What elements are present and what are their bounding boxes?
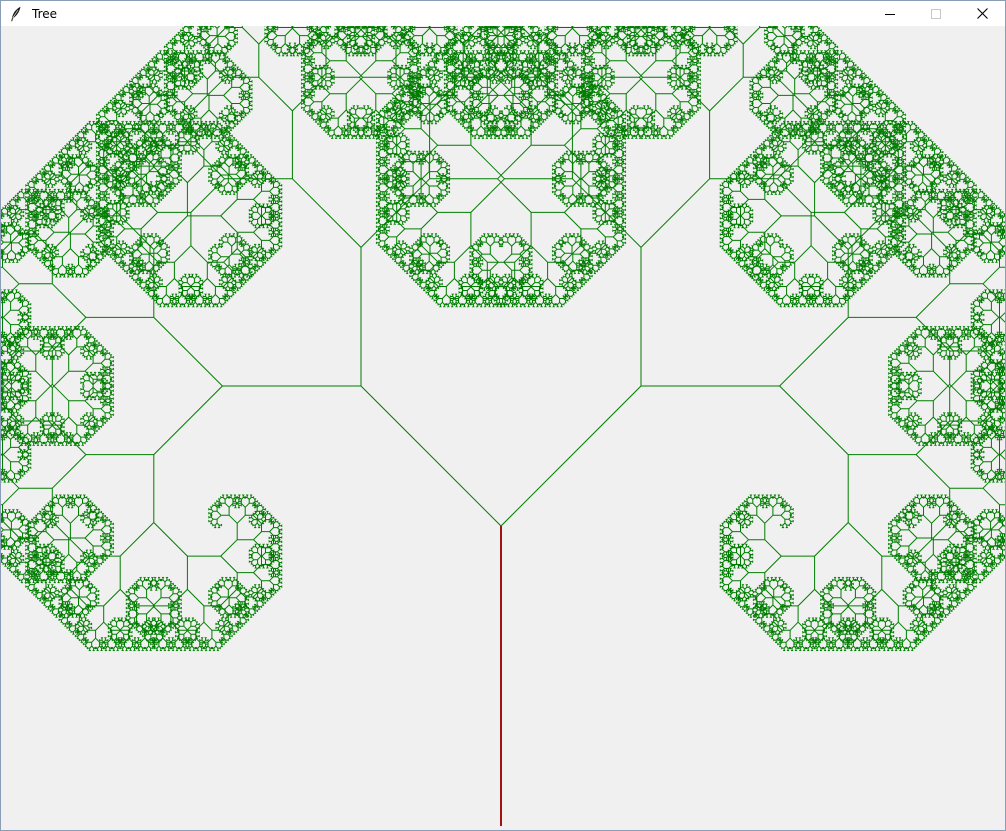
maximize-button[interactable] <box>913 1 959 26</box>
title-bar[interactable]: Tree <box>1 1 1005 26</box>
window-title: Tree <box>32 6 58 21</box>
close-button[interactable] <box>959 1 1005 26</box>
feather-icon <box>10 6 24 22</box>
minimize-icon <box>885 9 895 19</box>
minimize-button[interactable] <box>867 1 913 26</box>
window-controls <box>867 1 1005 26</box>
close-icon <box>976 8 988 19</box>
tree-branches <box>1 26 1005 652</box>
drawing-canvas <box>1 26 1005 830</box>
fractal-tree <box>1 26 1005 826</box>
maximize-icon <box>931 8 941 19</box>
